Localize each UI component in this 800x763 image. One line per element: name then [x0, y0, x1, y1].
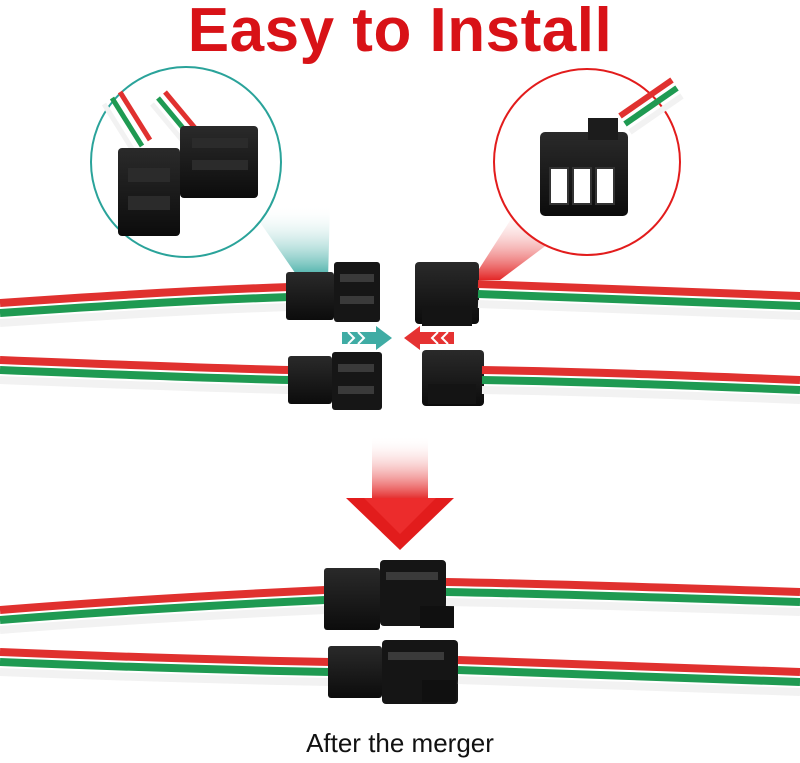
- lower-cable-right: [422, 350, 800, 406]
- upper-cable-left: [0, 262, 380, 327]
- upper-cable-right: [415, 262, 800, 326]
- lower-cable-left: [0, 352, 382, 410]
- merged-cable-bottom: [0, 640, 800, 704]
- left-arrow-icon: [404, 326, 454, 350]
- headline: Easy to Install: [187, 0, 613, 65]
- caption: After the merger: [306, 728, 494, 758]
- connector-pair-icon: [118, 126, 258, 236]
- left-callout: [90, 66, 330, 280]
- merged-cable-top: [0, 560, 800, 634]
- right-callout: [472, 68, 684, 280]
- down-arrow-icon: [346, 436, 454, 550]
- right-arrow-icon: [342, 326, 392, 350]
- female-housing-icon: [540, 118, 628, 216]
